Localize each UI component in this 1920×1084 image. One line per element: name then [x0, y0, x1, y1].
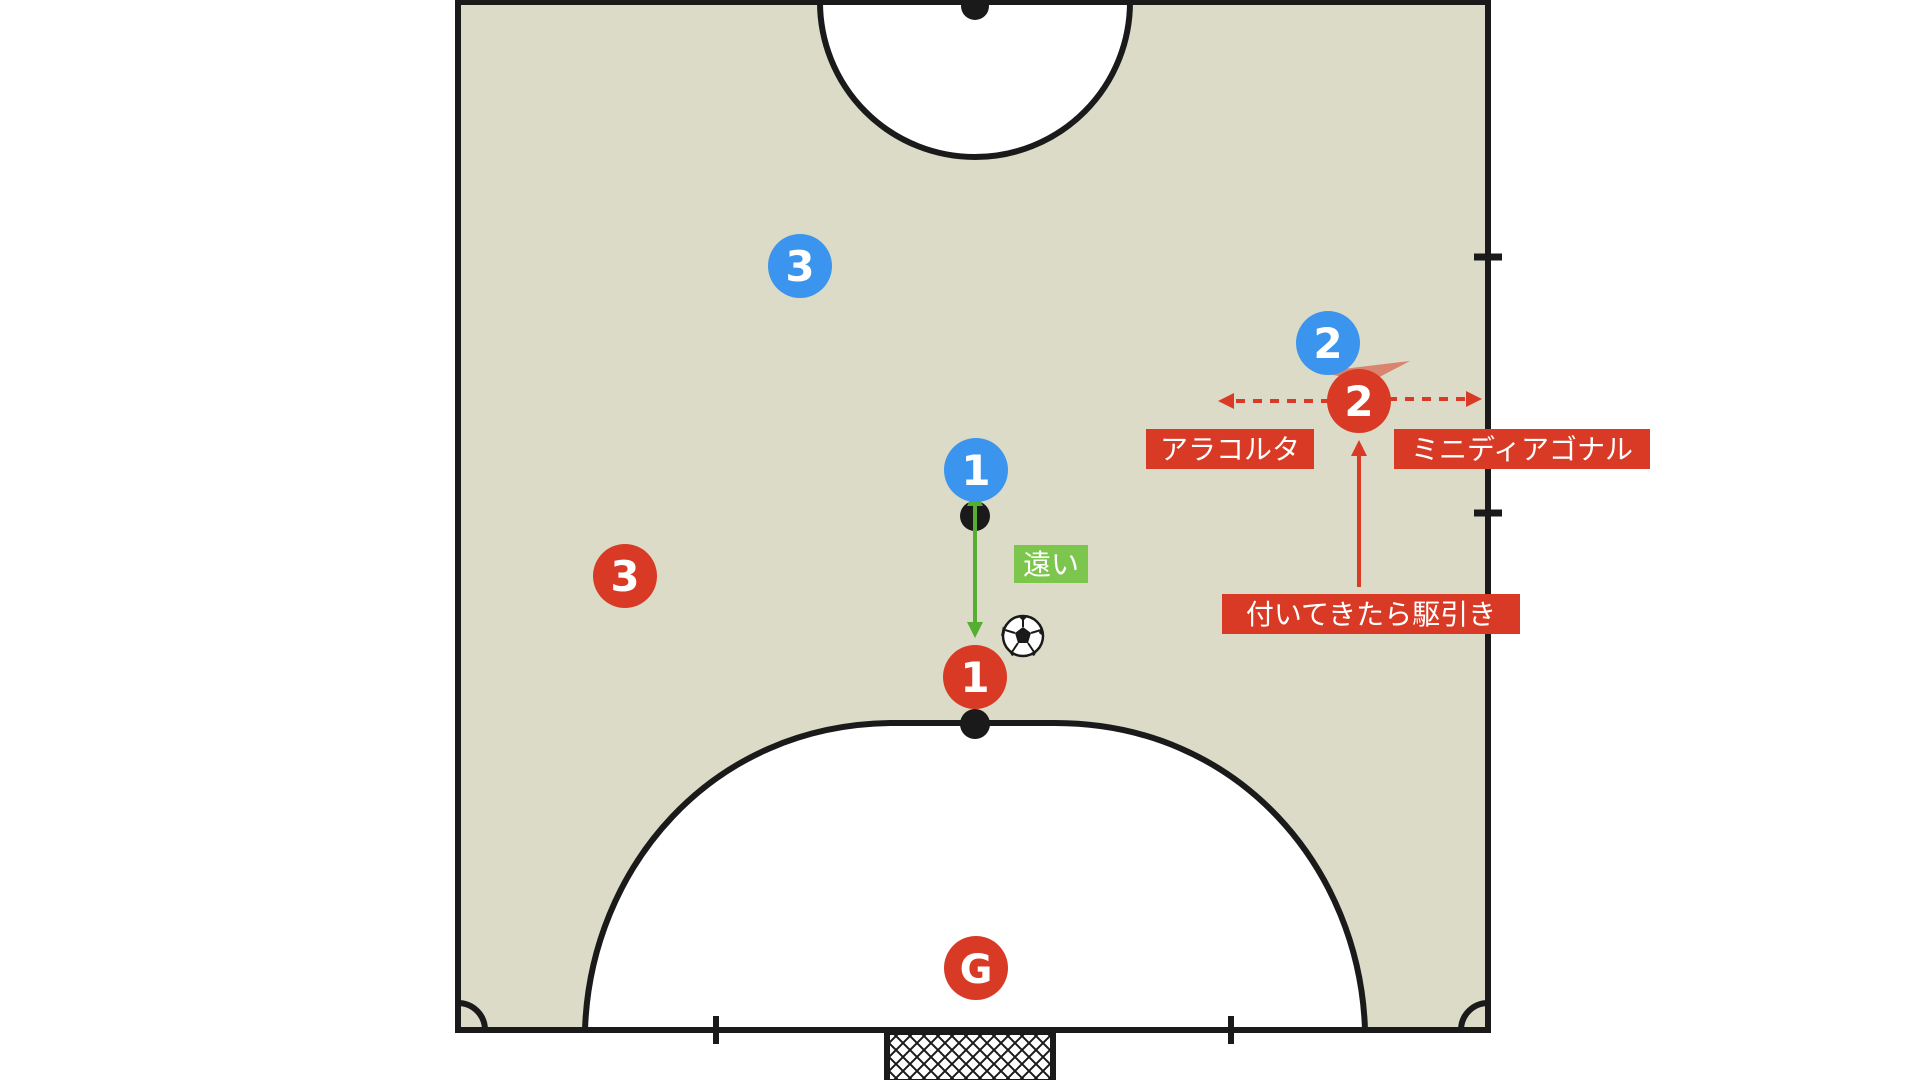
player-red-3-number: 3: [610, 552, 639, 601]
label-mini-diagonal-text: ミニディアゴナル: [1411, 433, 1633, 466]
run-arrow-left: [1218, 393, 1330, 409]
player-blue-3: 3: [768, 234, 832, 298]
label-ala-corta: アラコルタ: [1146, 429, 1314, 469]
goalkeeper-letter: G: [960, 947, 993, 993]
label-ala-corta-text: アラコルタ: [1160, 433, 1300, 466]
player-blue-3-number: 3: [785, 242, 814, 291]
player-red-1-number: 1: [960, 653, 989, 702]
player-blue-2-number: 2: [1313, 319, 1342, 368]
label-distance-text: 遠い: [1023, 548, 1079, 581]
soccer-ball-icon: [1001, 614, 1045, 658]
player-red-3: 3: [593, 544, 657, 608]
corner-arc-right: [1458, 1000, 1489, 1031]
label-drag-run-text: 付いてきたら駆引き: [1246, 598, 1496, 631]
label-distance: 遠い: [1014, 545, 1088, 583]
goal-net: [884, 1029, 1056, 1084]
player-blue-2: 2: [1296, 311, 1360, 375]
run-arrow-right: [1388, 391, 1482, 407]
center-circle: [816, 0, 1134, 160]
drag-arrow-up: [1351, 440, 1367, 587]
label-drag-run: 付いてきたら駆引き: [1222, 594, 1520, 634]
player-blue-1-number: 1: [961, 446, 990, 495]
penalty-spot: [960, 709, 990, 739]
player-blue-1: 1: [944, 438, 1008, 502]
corner-arc-left: [457, 1000, 488, 1031]
center-spot: [961, 0, 989, 20]
player-red-2: 2: [1327, 369, 1391, 433]
label-mini-diagonal: ミニディアゴナル: [1394, 429, 1650, 469]
penalty-area: [581, 720, 1369, 1033]
player-red-1: 1: [943, 645, 1007, 709]
player-goalkeeper: G: [944, 936, 1008, 1000]
player-red-2-number: 2: [1344, 377, 1373, 426]
